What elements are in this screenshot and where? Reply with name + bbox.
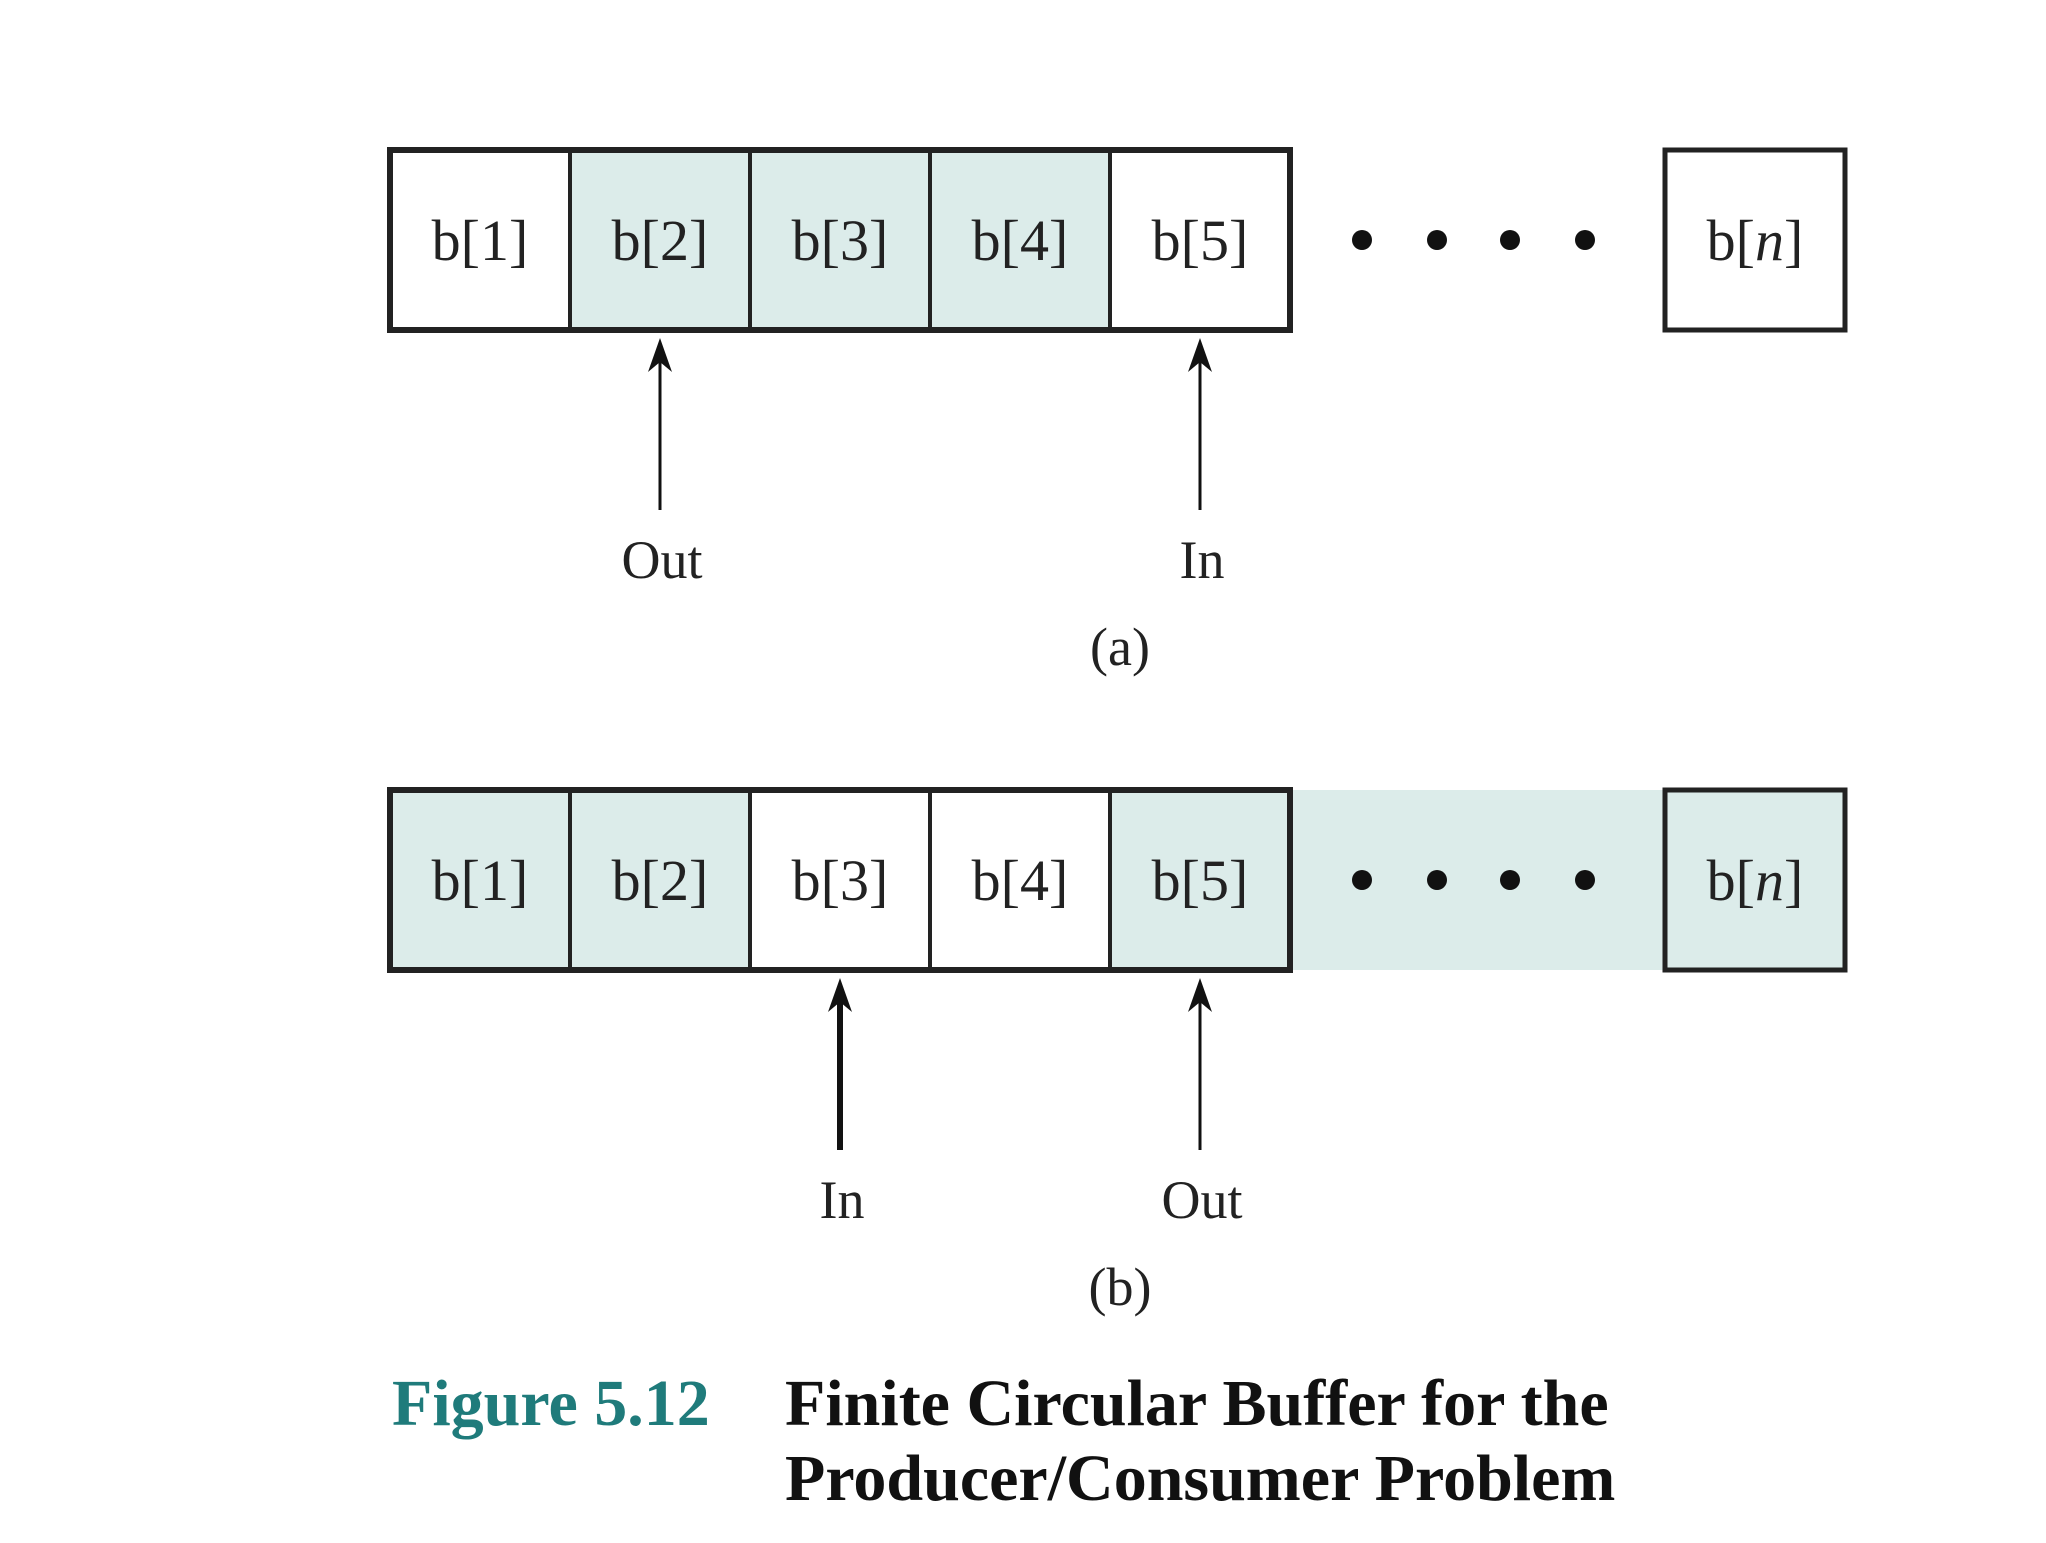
buffer-cell-label-2-prefix: b[ xyxy=(612,848,660,913)
figure-title-line-2: Producer/Consumer Problem xyxy=(785,1442,1615,1515)
buffer-block-frame xyxy=(387,787,1293,973)
figure-number: Figure 5.12 xyxy=(392,1367,710,1440)
buffer-cell-label-2-index: 2 xyxy=(660,208,689,273)
buffer-cell-label-5: b[5] xyxy=(1152,208,1249,273)
buffer-cell-2 xyxy=(568,788,752,972)
buffer-cell-label-4-index: 4 xyxy=(1020,848,1049,913)
buffer-cell-1 xyxy=(388,148,572,332)
buffer-cell-label-n-index: n xyxy=(1755,848,1784,913)
figure-title-line-1: Finite Circular Buffer for the xyxy=(785,1367,1609,1440)
buffer-cell-label-4-suffix: ] xyxy=(1049,848,1068,913)
buffer-cell-label-5-index: 5 xyxy=(1200,208,1229,273)
ellipsis-dot-1 xyxy=(1352,230,1372,250)
buffer-cell-label-2: b[2] xyxy=(612,848,709,913)
buffer-cell-label-1-suffix: ] xyxy=(509,208,528,273)
buffer-cell-label-4-prefix: b[ xyxy=(972,848,1020,913)
buffer-cell-label-3-prefix: b[ xyxy=(792,848,840,913)
ellipsis-dot-4 xyxy=(1575,870,1595,890)
buffer-cell-label-n: b[n] xyxy=(1707,208,1804,273)
buffer-cell-label-5: b[5] xyxy=(1152,848,1249,913)
pointer-in-arrow-head xyxy=(1188,338,1212,372)
ellipsis-gap-shading xyxy=(1290,790,1665,970)
buffer-cell-3 xyxy=(748,788,932,972)
buffer-cell-label-4-prefix: b[ xyxy=(972,208,1020,273)
subfigure-label-a: (a) xyxy=(1090,617,1150,677)
buffer-cell-label-2-suffix: ] xyxy=(689,848,708,913)
buffer-cell-label-n-index: n xyxy=(1755,208,1784,273)
ellipsis-dot-4 xyxy=(1575,230,1595,250)
pointer-in-label: In xyxy=(820,1170,865,1230)
buffer-cell-n xyxy=(1662,787,1848,973)
buffer-cell-label-3: b[3] xyxy=(792,848,889,913)
buffer-cell-label-3-prefix: b[ xyxy=(792,208,840,273)
buffer-cell-label-4: b[4] xyxy=(972,848,1069,913)
buffer-cell-label-2-prefix: b[ xyxy=(612,208,660,273)
pointer-in-label: In xyxy=(1180,530,1225,590)
buffer-cell-label-1: b[1] xyxy=(432,208,529,273)
subfigure-label-b: (b) xyxy=(1089,1257,1152,1317)
buffer-cell-label-3: b[3] xyxy=(792,208,889,273)
pointer-out-label: Out xyxy=(1162,1170,1243,1230)
ellipsis-dot-3 xyxy=(1500,870,1520,890)
pointer-out-arrow-head xyxy=(648,338,672,372)
buffer-cell-4 xyxy=(928,788,1112,972)
buffer-cell-label-1-index: 1 xyxy=(480,848,509,913)
buffer-cell-label-1-index: 1 xyxy=(480,208,509,273)
buffer-cell-label-5-prefix: b[ xyxy=(1152,848,1200,913)
buffer-cell-label-3-suffix: ] xyxy=(869,848,888,913)
buffer-cell-label-n-suffix: ] xyxy=(1784,208,1803,273)
buffer-cell-label-3-suffix: ] xyxy=(869,208,888,273)
buffer-cell-label-2: b[2] xyxy=(612,208,709,273)
buffer-cell-label-5-suffix: ] xyxy=(1229,848,1248,913)
ellipsis-dot-1 xyxy=(1352,870,1372,890)
buffer-cell-label-1-suffix: ] xyxy=(509,848,528,913)
buffer-cell-label-4-index: 4 xyxy=(1020,208,1049,273)
buffer-cell-label-5-suffix: ] xyxy=(1229,208,1248,273)
buffer-cell-label-3-index: 3 xyxy=(840,848,869,913)
buffer-cell-label-3-index: 3 xyxy=(840,208,869,273)
buffer-cell-label-4: b[4] xyxy=(972,208,1069,273)
buffer-cell-label-2-index: 2 xyxy=(660,848,689,913)
buffer-cell-2 xyxy=(568,148,752,332)
buffer-cell-n xyxy=(1662,147,1848,333)
pointer-out-label: Out xyxy=(622,530,703,590)
buffer-cell-label-n-prefix: b[ xyxy=(1707,848,1755,913)
pointer-in-arrow-head xyxy=(828,978,852,1012)
buffer-cell-label-1: b[1] xyxy=(432,848,529,913)
buffer-cell-label-1-prefix: b[ xyxy=(432,848,480,913)
ellipsis-dot-3 xyxy=(1500,230,1520,250)
buffer-block-frame xyxy=(387,147,1293,333)
ellipsis-dot-2 xyxy=(1427,870,1447,890)
buffer-cell-label-n: b[n] xyxy=(1707,848,1804,913)
buffer-cell-label-2-suffix: ] xyxy=(689,208,708,273)
buffer-cell-label-5-prefix: b[ xyxy=(1152,208,1200,273)
pointer-out-arrow-head xyxy=(1188,978,1212,1012)
figure-caption: Figure 5.12 Finite Circular Buffer for t… xyxy=(392,1367,1615,1515)
buffer-cell-label-5-index: 5 xyxy=(1200,848,1229,913)
buffer-cell-label-n-prefix: b[ xyxy=(1707,208,1755,273)
buffer-cell-label-1-prefix: b[ xyxy=(432,208,480,273)
ellipsis-dot-2 xyxy=(1427,230,1447,250)
buffer-cell-label-4-suffix: ] xyxy=(1049,208,1068,273)
buffer-cell-label-n-suffix: ] xyxy=(1784,848,1803,913)
